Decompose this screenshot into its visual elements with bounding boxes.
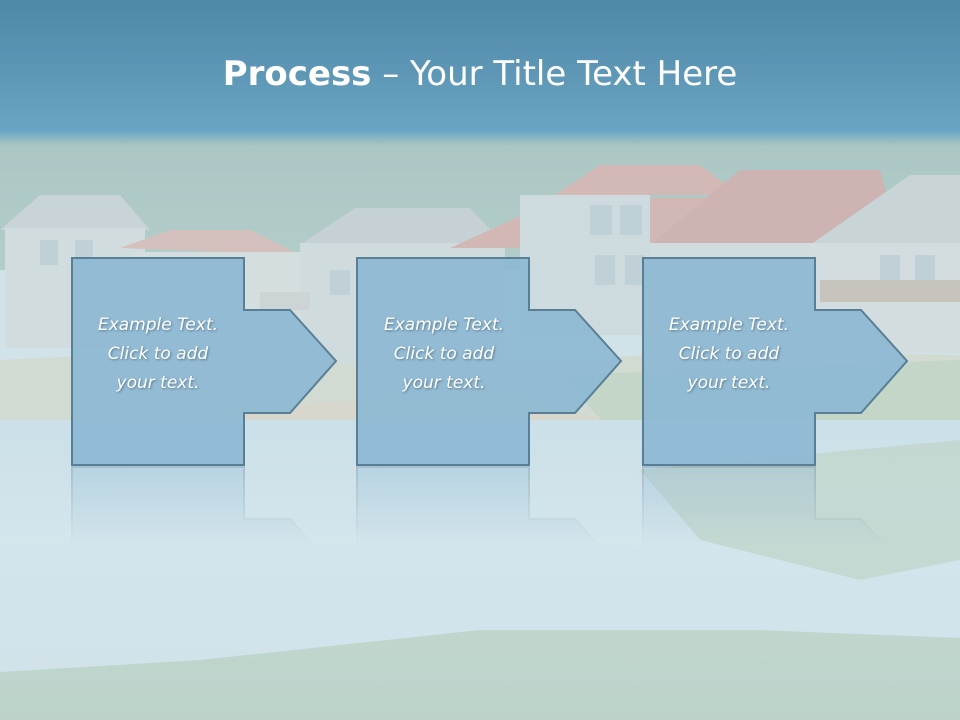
title-band: Process – Your Title Text Here: [0, 0, 960, 146]
process-step-3-reflection: [642, 466, 909, 675]
step-1-line-3: your text.: [116, 373, 200, 393]
step-3-line-2: Click to add: [678, 344, 780, 364]
step-1-line-2: Click to add: [107, 344, 209, 364]
process-step-3-arrow-shape[interactable]: [642, 257, 909, 466]
step-3-line-1: Example Text.: [668, 315, 790, 335]
step-2-line-2: Click to add: [393, 344, 495, 364]
step-2-line-3: your text.: [402, 373, 486, 393]
process-step-1-text[interactable]: Example Text. Click to add your text.: [72, 311, 244, 398]
process-step-2-arrow-shape[interactable]: [356, 257, 623, 466]
title-bold-text: Process: [222, 54, 372, 94]
process-step-1-arrow-shape[interactable]: [71, 257, 338, 466]
step-3-line-3: your text.: [687, 373, 771, 393]
process-step-1-reflection: [71, 466, 338, 675]
title-rest-text: – Your Title Text Here: [371, 54, 738, 94]
step-2-line-1: Example Text.: [383, 315, 505, 335]
step-1-line-1: Example Text.: [97, 315, 219, 335]
process-step-2-text[interactable]: Example Text. Click to add your text.: [358, 311, 530, 398]
process-step-2-reflection: [356, 466, 623, 675]
process-step-3-text[interactable]: Example Text. Click to add your text.: [643, 311, 815, 398]
slide-title[interactable]: Process – Your Title Text Here: [0, 52, 960, 96]
